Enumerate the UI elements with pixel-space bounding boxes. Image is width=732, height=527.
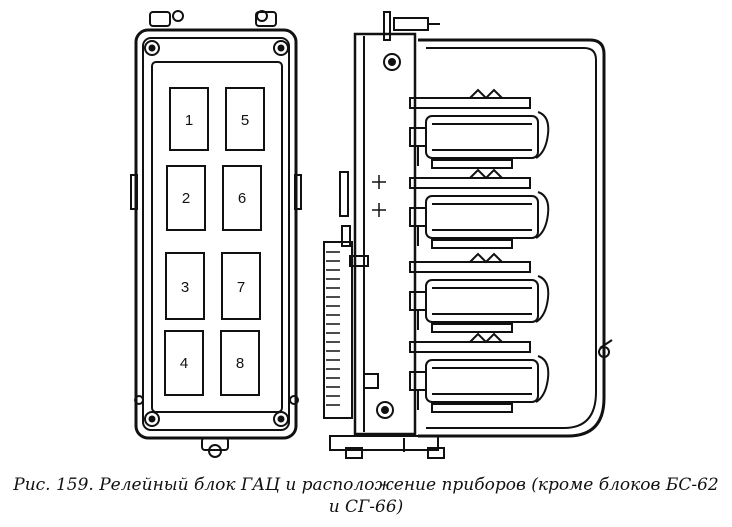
front-view: 1 2 3 4 5 6 7 xyxy=(130,10,302,458)
front-outer-casing xyxy=(134,28,298,440)
relay-block-drawing: 1 2 3 4 5 6 7 xyxy=(130,10,613,459)
slot-label: 1 xyxy=(185,112,193,129)
slot-label: 8 xyxy=(236,355,244,372)
slot-2: 2 xyxy=(166,165,206,231)
caption-line-1: Рис. 159. Релейный блок ГАЦ и расположен… xyxy=(13,475,719,495)
relay-stack xyxy=(409,88,550,413)
slot-label: 3 xyxy=(181,279,189,296)
slot-8: 8 xyxy=(220,330,260,396)
slot-5: 5 xyxy=(225,87,265,151)
slot-1: 1 xyxy=(169,87,209,151)
slot-label: 4 xyxy=(180,355,188,372)
relay-unit xyxy=(409,168,550,249)
relay-unit xyxy=(409,252,550,333)
relay-unit xyxy=(409,88,550,169)
slot-label: 5 xyxy=(241,112,249,129)
slot-label: 7 xyxy=(237,279,245,296)
slot-label: 6 xyxy=(238,190,246,207)
slot-6: 6 xyxy=(222,165,262,231)
side-cover xyxy=(418,38,606,438)
front-cover-panel xyxy=(151,61,283,413)
slot-label: 2 xyxy=(182,190,190,207)
slot-4: 4 xyxy=(164,330,204,396)
side-view xyxy=(323,11,613,459)
slot-7: 7 xyxy=(221,252,261,320)
caption-line-2: и СГ-66) xyxy=(328,497,404,517)
relay-unit xyxy=(409,332,550,413)
mounting-plate xyxy=(353,32,417,436)
connector-comb xyxy=(323,241,353,419)
slot-3: 3 xyxy=(165,252,205,320)
figure-caption: Рис. 159. Релейный блок ГАЦ и расположен… xyxy=(0,474,732,518)
